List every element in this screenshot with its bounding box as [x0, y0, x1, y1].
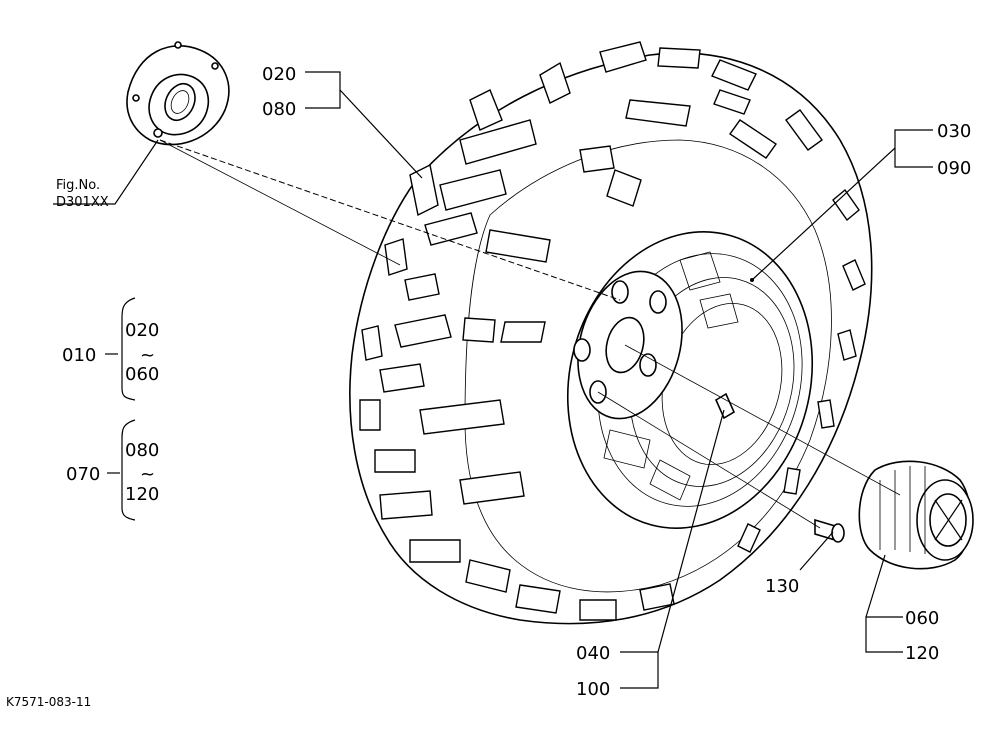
assembly-010-tilde: ~ [140, 345, 155, 366]
callout-080: 080 [262, 99, 296, 120]
assembly-070-from: 080 [125, 440, 159, 461]
assembly-010-to: 060 [125, 364, 159, 385]
fig-ref-line2: D301XX [56, 195, 109, 210]
drawing-code: K7571-083-11 [6, 695, 91, 709]
callout-040: 040 [576, 643, 610, 664]
callout-020: 020 [262, 64, 296, 85]
assembly-070-to: 120 [125, 484, 159, 505]
callout-090: 090 [937, 158, 971, 179]
fig-ref-line1: Fig.No. [56, 178, 100, 193]
wheel-bolt [814, 518, 845, 543]
callout-060: 060 [905, 608, 939, 629]
callout-100: 100 [576, 679, 610, 700]
assembly-010-from: 020 [125, 320, 159, 341]
rim [566, 231, 814, 529]
assembly-070-tilde: ~ [140, 464, 155, 485]
assembly-070-id: 070 [66, 464, 100, 485]
hub-cap [858, 460, 974, 570]
assembly-010-id: 010 [62, 345, 96, 366]
callout-130: 130 [765, 576, 799, 597]
callout-030: 030 [937, 121, 971, 142]
callout-120: 120 [905, 643, 939, 664]
hub-flange [126, 41, 230, 146]
